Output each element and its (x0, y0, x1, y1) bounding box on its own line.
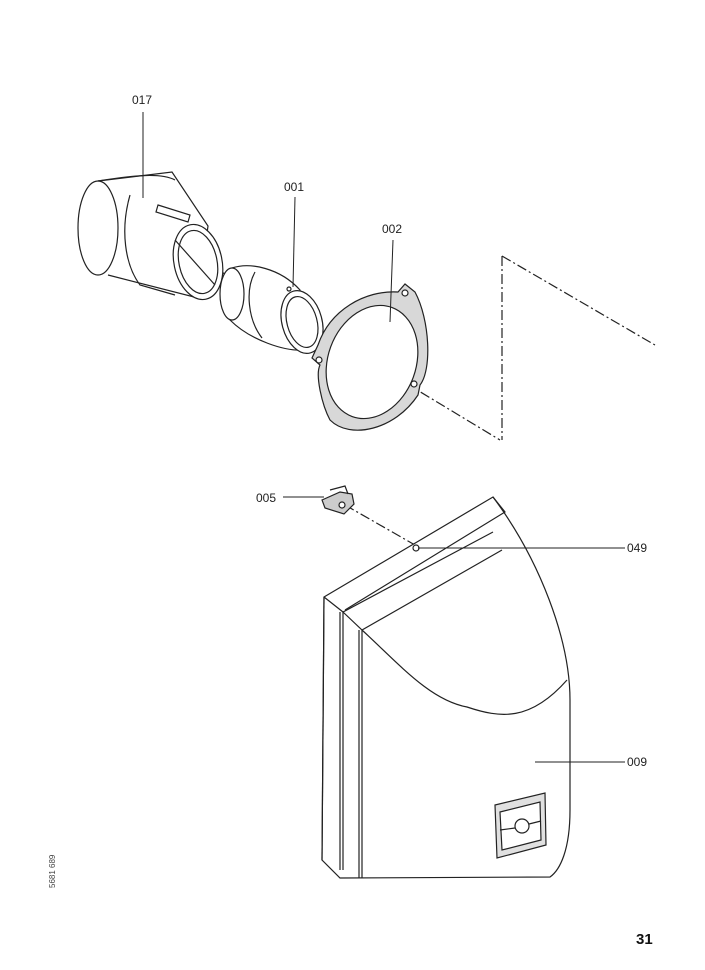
leader-lines (142, 112, 625, 763)
part-005-clip (321, 485, 355, 515)
part-001-cone (219, 265, 324, 354)
label-009: 009 (627, 755, 648, 769)
page-number: 31 (636, 931, 653, 948)
label-001: 001 (284, 180, 305, 194)
label-049: 049 (627, 541, 648, 555)
part-009-cover (321, 496, 571, 879)
part-002-gasket (311, 283, 429, 431)
label-002: 002 (382, 222, 403, 236)
drawing-number: 5681 689 (48, 854, 57, 888)
label-005: 005 (256, 491, 277, 505)
part-017-tube (77, 171, 224, 301)
label-017: 017 (132, 93, 153, 107)
